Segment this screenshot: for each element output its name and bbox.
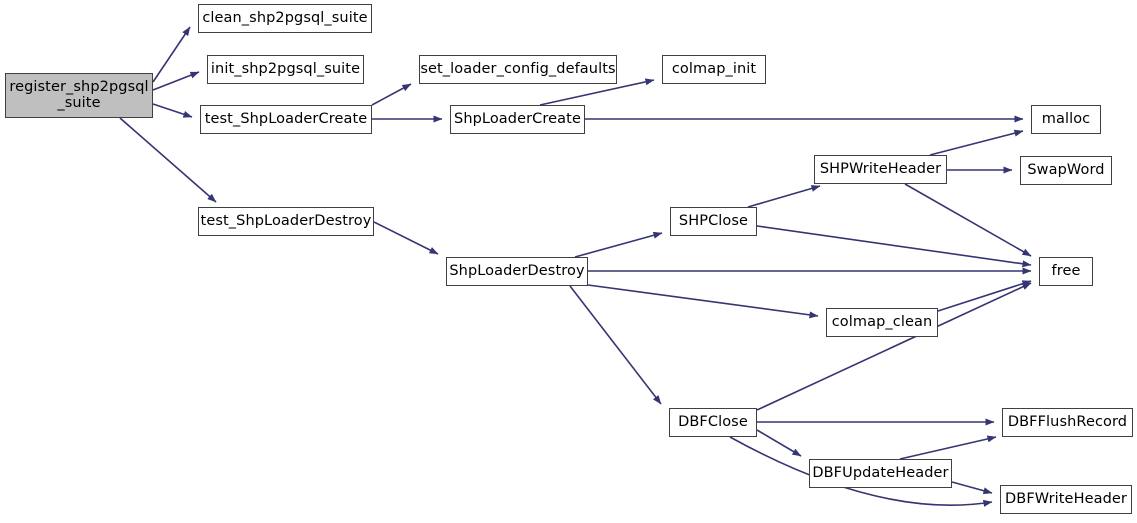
graph-node-label: init_shp2pgsql_suite <box>210 60 361 77</box>
graph-node-shpclose[interactable]: SHPClose <box>670 207 757 236</box>
edge-dbfclose-to-free <box>756 282 1032 411</box>
edge-dbfupdateheader-to-dbfflushrecord <box>899 435 997 460</box>
graph-node-colmap_init[interactable]: colmap_init <box>662 55 766 84</box>
graph-node-label: test_ShpLoaderCreate <box>204 110 368 127</box>
edge-colmap_clean-to-free <box>937 280 1032 312</box>
graph-node-label: ShpLoaderDestroy <box>449 262 585 279</box>
graph-node-label: DBFClose <box>678 413 748 430</box>
edge-test_destroy-to-shploaderdestroy <box>373 221 439 255</box>
graph-node-shploaderdestroy[interactable]: ShpLoaderDestroy <box>446 257 588 286</box>
graph-node-dbfupdateheader[interactable]: DBFUpdateHeader <box>809 459 952 488</box>
graph-node-set_defaults[interactable]: set_loader_config_defaults <box>419 55 617 84</box>
edge-shploaderdestroy-to-shpclose <box>574 231 663 258</box>
graph-node-label: DBFFlushRecord <box>1007 413 1128 430</box>
graph-node-free[interactable]: free <box>1039 257 1093 286</box>
edge-dbfclose-to-dbfwriteheader <box>729 436 993 507</box>
edge-register-to-clean_suite <box>152 26 191 83</box>
graph-node-label: set_loader_config_defaults <box>420 60 616 77</box>
graph-node-colmap_clean[interactable]: colmap_clean <box>826 308 938 337</box>
graph-node-dbfflushrecord[interactable]: DBFFlushRecord <box>1002 408 1133 437</box>
graph-node-malloc[interactable]: malloc <box>1031 105 1101 134</box>
graph-node-dbfwriteheader[interactable]: DBFWriteHeader <box>1000 485 1132 514</box>
graph-node-register[interactable]: register_shp2pgsql _suite <box>5 73 153 118</box>
graph-node-clean_suite[interactable]: clean_shp2pgsql_suite <box>198 4 372 33</box>
graph-node-label: test_ShpLoaderDestroy <box>200 212 372 229</box>
graph-node-label: register_shp2pgsql _suite <box>9 79 149 111</box>
edge-dbfclose-to-dbfupdateheader <box>756 429 802 457</box>
graph-node-test_destroy[interactable]: test_ShpLoaderDestroy <box>198 207 374 236</box>
graph-node-label: SHPClose <box>678 212 749 229</box>
edge-shpclose-to-shpwriteheader <box>747 185 821 208</box>
graph-node-label: colmap_init <box>671 60 757 77</box>
graph-node-test_create[interactable]: test_ShpLoaderCreate <box>200 105 372 134</box>
graph-node-label: colmap_clean <box>831 313 933 330</box>
edge-shploaderdestroy-to-colmap_clean <box>587 284 819 319</box>
edge-register-to-test_create <box>152 103 193 118</box>
edge-test_create-to-set_defaults <box>371 83 412 106</box>
graph-node-label: SHPWriteHeader <box>819 160 942 177</box>
edge-dbfupdateheader-to-dbfwriteheader <box>951 481 993 495</box>
graph-node-swapword[interactable]: SwapWord <box>1020 156 1112 185</box>
edge-shpwriteheader-to-malloc <box>929 129 1024 156</box>
graph-node-shpwriteheader[interactable]: SHPWriteHeader <box>814 155 947 184</box>
graph-node-label: DBFUpdateHeader <box>812 464 949 481</box>
graph-node-label: DBFWriteHeader <box>1005 490 1127 507</box>
graph-node-dbfclose[interactable]: DBFClose <box>669 408 757 437</box>
graph-node-label: clean_shp2pgsql_suite <box>202 9 368 26</box>
edge-register-to-init_suite <box>152 71 200 91</box>
graph-node-shploadercreate[interactable]: ShpLoaderCreate <box>450 105 585 134</box>
graph-node-label: ShpLoaderCreate <box>454 110 581 127</box>
edge-shploadercreate-to-colmap_init <box>539 78 655 106</box>
edge-register-to-test_destroy <box>119 117 217 203</box>
edge-shpwriteheader-to-free <box>904 183 1032 257</box>
graph-node-label: SwapWord <box>1027 161 1105 178</box>
edge-shpclose-to-free <box>756 225 1032 268</box>
graph-node-init_suite[interactable]: init_shp2pgsql_suite <box>207 55 364 84</box>
edge-shploaderdestroy-to-dbfclose <box>569 285 662 405</box>
graph-node-label: free <box>1051 262 1081 279</box>
graph-node-label: malloc <box>1041 110 1091 127</box>
